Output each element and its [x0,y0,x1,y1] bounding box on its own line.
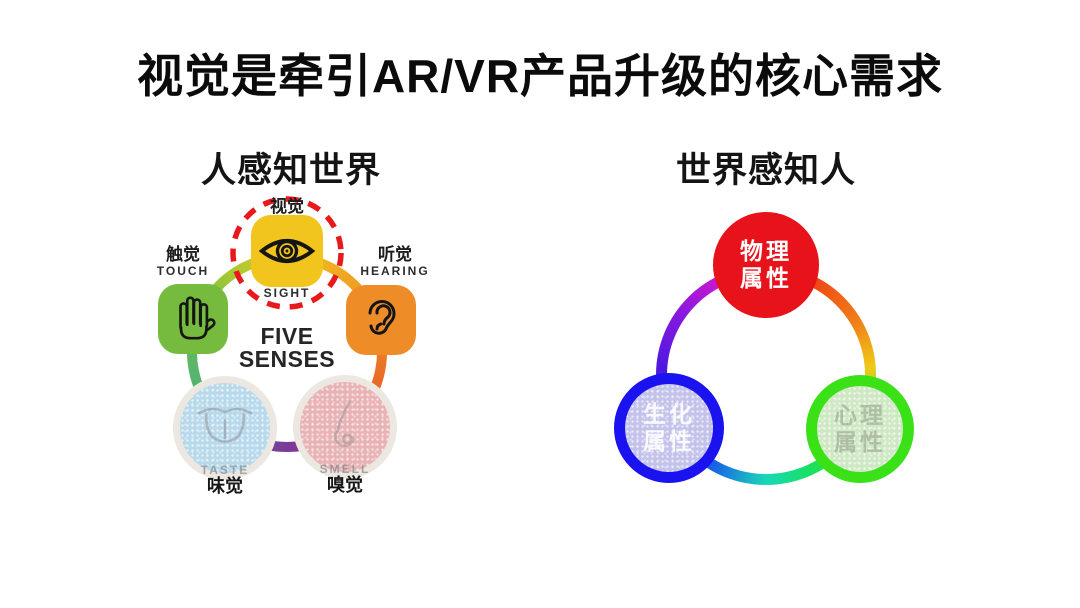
ear-icon [368,300,396,335]
touch-label-stack: 触觉 TOUCH [137,245,229,279]
node-biochemical-attributes: 生化 属性 [614,373,724,483]
hearing-en-label: HEARING [360,264,430,278]
hand-icon [179,296,216,340]
sense-node-smell [293,375,397,479]
smell-label-stack: SMELL 嗅觉 [295,462,395,495]
sense-node-touch [158,284,228,354]
sense-node-hearing [346,285,416,355]
five-senses-line1: FIVE [260,323,314,349]
biochemical-line1: 生化 [643,401,695,427]
touch-en-label: TOUCH [156,264,210,278]
smell-en-label: SMELL [319,462,371,476]
hearing-zh-label: 听觉 [378,245,412,264]
five-senses-line2: SENSES [238,346,336,372]
biochemical-line2: 属性 [643,428,695,454]
node-psychological-attributes: 心理 属性 [806,375,914,483]
psychological-line1: 心理 [834,402,886,428]
taste-en-label: TASTE [200,463,250,477]
hearing-label-stack: 听觉 HEARING [349,245,441,279]
sight-en-label: SIGHT [263,286,311,300]
touch-zh-label: 触觉 [166,245,200,264]
taste-label-stack: TASTE 味觉 [175,463,275,496]
node-physical-attributes: 物理 属性 [713,212,819,318]
taste-zh-label: 味觉 [207,476,243,496]
sight-zh-label: 视觉 [270,197,304,216]
sense-node-sight [251,215,323,287]
physical-line1: 物理 [740,238,792,264]
right-section-heading: 世界感知人 [675,151,856,190]
tongue-icon [197,407,253,443]
page-title: 视觉是牵引AR/VR产品升级的核心需求 [136,50,944,102]
five-senses-diagram: 视觉 SIGHT 触觉 TOUCH [137,185,467,515]
nose-icon [334,400,355,447]
psychological-line2: 属性 [834,429,886,455]
sense-node-taste [173,376,277,480]
tri-attribute-diagram: 物理 属性 生化 属性 心理 属性 [600,190,940,510]
smell-zh-label: 嗅觉 [327,475,363,495]
five-senses-caption: FIVE SENSES [230,325,344,371]
left-section-heading: 人感知世界 [200,151,381,190]
eye-icon [259,238,315,264]
physical-line2: 属性 [740,265,792,291]
sight-highlight-dashed-circle [230,196,344,310]
